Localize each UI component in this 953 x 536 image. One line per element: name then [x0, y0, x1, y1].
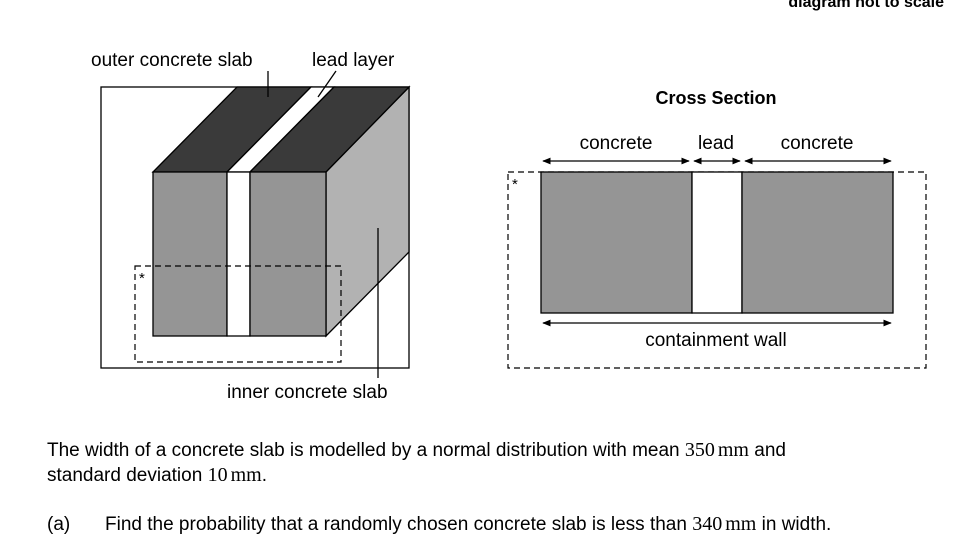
statement-line1-end: and — [749, 440, 786, 461]
mean-unit: mm — [717, 439, 749, 461]
question-a-text: Find the probability that a randomly cho… — [105, 514, 693, 535]
inner-slab-label: inner concrete slab — [227, 382, 388, 403]
question-a-end: in width. — [756, 514, 832, 535]
outer-slab-label: outer concrete slab — [91, 50, 253, 71]
lead-layer-leader — [317, 70, 337, 98]
statement-line1-text: The width of a concrete slab is modelled… — [47, 440, 685, 461]
outer-slab-front-face — [152, 171, 228, 337]
lead-front-face — [226, 171, 251, 337]
slab-diagram: * outer concrete slab lead layer inner c… — [91, 50, 927, 403]
cross-section-lead — [691, 171, 743, 314]
question-a-number: (a) — [47, 514, 71, 535]
not-to-scale-note: diagram not to scale — [788, 0, 944, 11]
cross-section-outline — [507, 171, 927, 369]
sd-unit: mm — [230, 464, 262, 486]
section-cut-outline — [134, 265, 342, 363]
lead-layer-label: lead layer — [312, 50, 395, 71]
cross-section-concrete-left — [540, 171, 693, 314]
containment-wall-label: containment wall — [645, 330, 787, 351]
lead-label: lead — [698, 133, 734, 154]
question-a-unit: mm — [725, 513, 757, 535]
left-asterisk: * — [139, 270, 145, 287]
sd-value: 10 — [207, 464, 228, 486]
concrete-left-label: concrete — [580, 133, 653, 154]
concrete-right-label: concrete — [781, 133, 854, 154]
problem-statement: The width of a concrete slab is modelled… — [47, 438, 947, 488]
cross-section-title: Cross Section — [655, 88, 776, 108]
question-a: (a) Find the probability that a randomly … — [47, 513, 831, 536]
question-a-value: 340 — [692, 513, 723, 535]
statement-line2-end: . — [261, 465, 267, 486]
cross-section-concrete-right — [741, 171, 894, 314]
statement-line2-text: standard deviation — [47, 465, 208, 486]
inner-slab-front-face — [249, 171, 327, 337]
mean-value: 350 — [684, 439, 715, 461]
cross-section-asterisk: * — [512, 176, 518, 193]
